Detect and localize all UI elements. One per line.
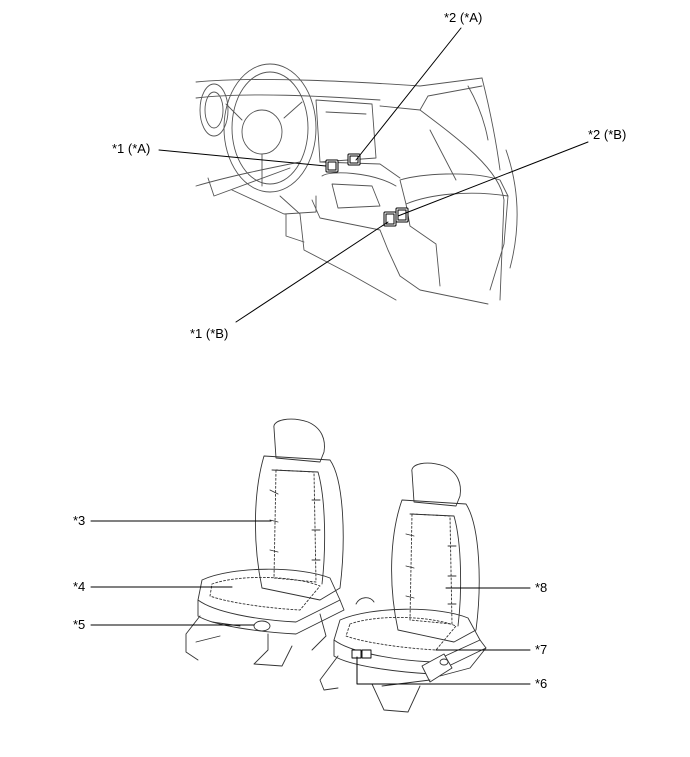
callout-4: *4 — [73, 579, 86, 594]
leader-line-2a — [355, 27, 462, 161]
callout-2a: *2 (*A) — [444, 10, 483, 25]
front-seats-drawing — [185, 418, 487, 713]
callout-2b: *2 (*B) — [588, 127, 627, 142]
leader-line-1b — [235, 221, 389, 323]
leader-line-6 — [356, 656, 531, 685]
callout-3: *3 — [73, 513, 86, 528]
leader-lines — [90, 27, 589, 685]
callout-6: *6 — [535, 676, 548, 691]
callout-1a: *1 (*A) — [112, 141, 151, 156]
leader-line-2b — [397, 141, 589, 217]
console-switches — [325, 153, 409, 227]
callout-8: *8 — [535, 580, 548, 595]
callout-5: *5 — [73, 617, 86, 632]
leader-line-1a — [158, 149, 327, 167]
vehicle-interior-drawing — [195, 63, 518, 305]
callout-1b: *1 (*B) — [190, 326, 229, 341]
callout-7: *7 — [535, 642, 548, 657]
